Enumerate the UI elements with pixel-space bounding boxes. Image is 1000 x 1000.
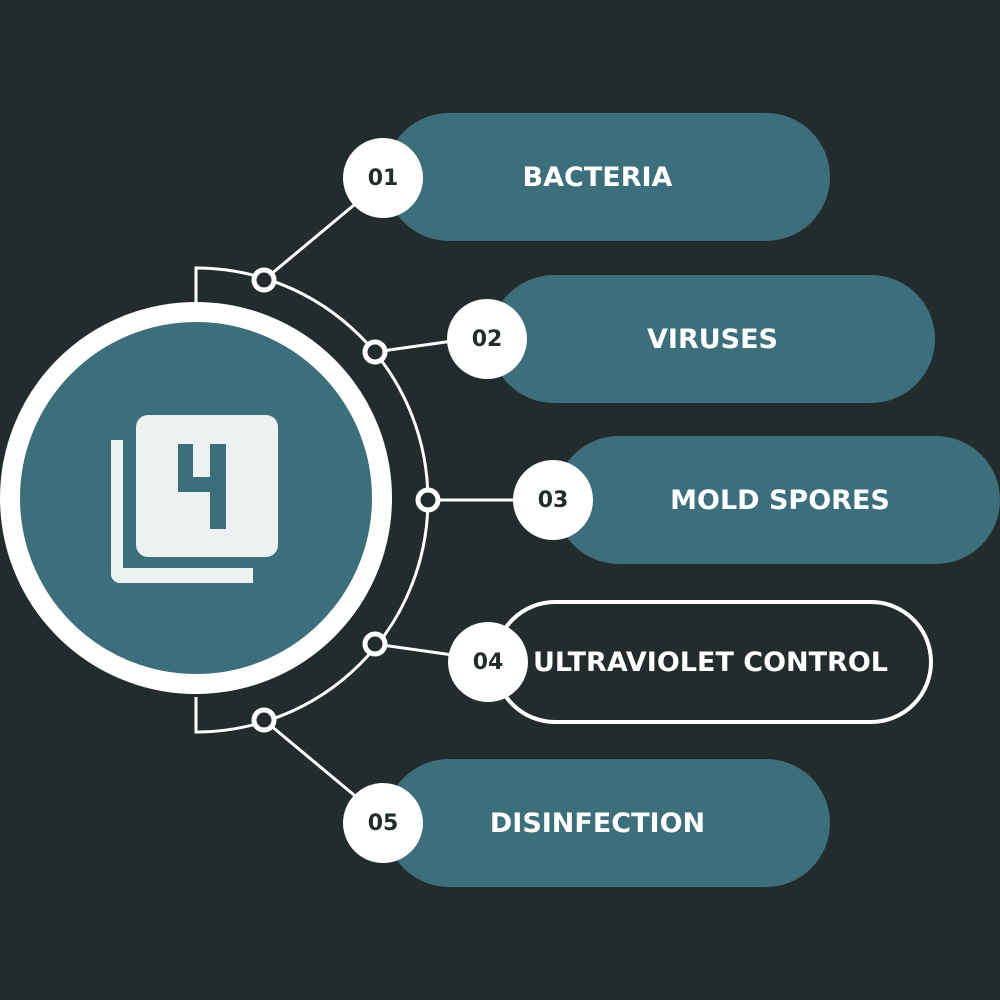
connector-line-02 [374,338,461,354]
item-number-05: 05 [343,783,423,863]
connector-line-01 [263,198,361,282]
node-dot-05 [251,707,277,733]
item-pill-03: MOLD SPORES [555,436,1000,564]
item-label: VIRUSES [647,323,778,355]
item-pill-04: ULTRAVIOLET CONTROL [493,600,933,724]
item-pill-05: DISINFECTION [385,759,830,887]
node-dot-03 [415,487,441,513]
item-label: ULTRAVIOLET CONTROL [532,646,889,678]
filter-4-icon [111,415,278,583]
connector-line-05 [263,718,361,802]
item-number-04: 04 [448,622,528,702]
item-pill-02: VIRUSES [490,275,935,403]
item-number-01: 01 [343,138,423,218]
node-dot-01 [251,267,277,293]
item-label: MOLD SPORES [670,484,890,516]
item-pill-01: BACTERIA [385,113,830,241]
item-number-03: 03 [513,460,593,540]
node-dot-02 [362,339,388,365]
node-dot-04 [362,631,388,657]
connector-line-04 [374,642,461,658]
item-label: BACTERIA [522,161,673,193]
item-number-02: 02 [447,299,527,379]
item-label: DISINFECTION [489,807,706,839]
